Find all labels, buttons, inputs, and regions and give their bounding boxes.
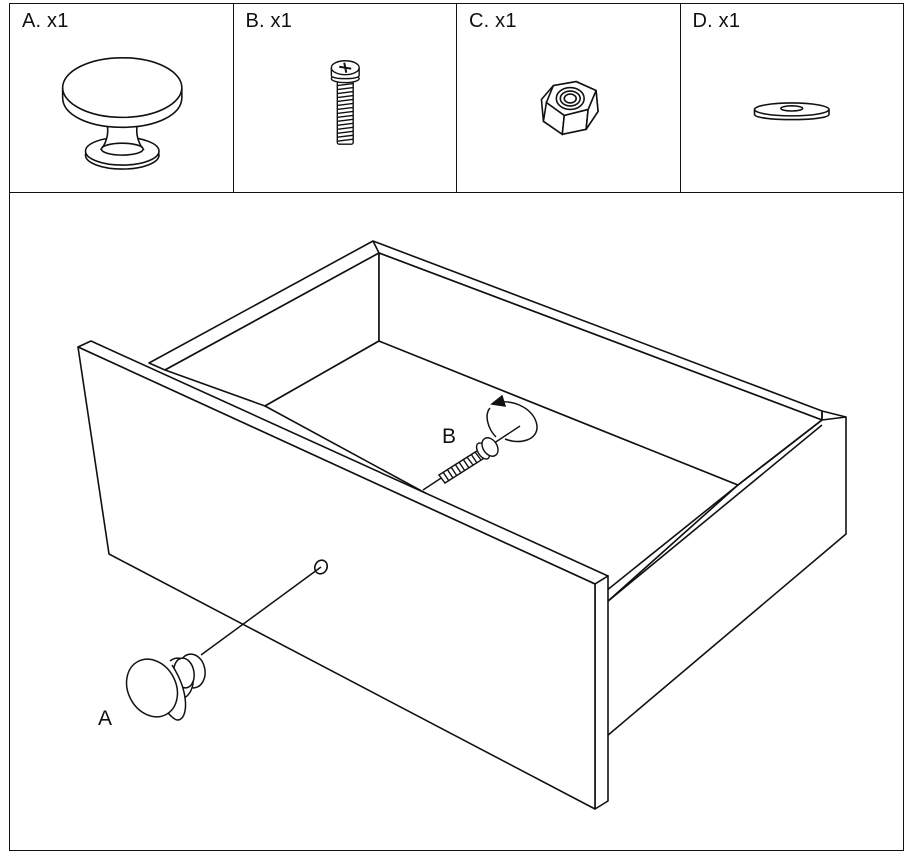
screw-icon <box>330 60 360 145</box>
washer-icon <box>753 102 830 121</box>
callout-b: B <box>442 425 457 448</box>
hex-nut-icon <box>540 80 599 136</box>
screw-b-in-place <box>422 425 521 491</box>
part-cell-d: D. x1 <box>681 4 904 192</box>
part-cell-c: C. x1 <box>457 4 681 192</box>
drawer-front-panel <box>77 346 596 810</box>
part-d-label: D. x1 <box>692 10 741 32</box>
part-c-label: C. x1 <box>469 10 517 32</box>
drawer-illustration <box>77 240 847 810</box>
knob-icon <box>61 56 183 170</box>
front-panel-edge <box>594 575 609 810</box>
part-cell-a: A. x1 <box>10 4 234 192</box>
assembly-diagram: B A <box>10 193 903 850</box>
callout-a: A <box>98 707 113 730</box>
instruction-sheet: A. x1 B. x1 <box>9 3 904 851</box>
parts-list: A. x1 B. x1 <box>10 4 903 193</box>
part-a-label: A. x1 <box>22 10 69 32</box>
part-cell-b: B. x1 <box>234 4 457 192</box>
rotation-arrow-icon <box>486 394 538 443</box>
part-b-label: B. x1 <box>245 10 293 32</box>
knob-a-in-place <box>125 566 322 721</box>
